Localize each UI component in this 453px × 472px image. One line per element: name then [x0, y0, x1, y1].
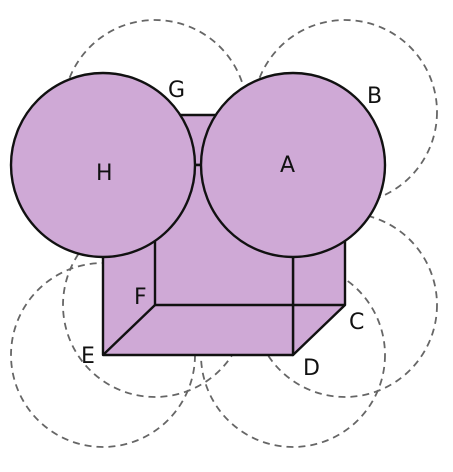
label-a: A: [280, 153, 295, 178]
solid-sphere-a: [199, 71, 387, 259]
label-f: F: [134, 285, 147, 310]
label-d: D: [303, 356, 320, 381]
label-g: G: [168, 78, 185, 103]
label-e: E: [81, 344, 95, 369]
label-c: C: [349, 310, 364, 335]
solid-sphere-h: [9, 71, 197, 259]
label-h: H: [96, 161, 113, 186]
cube-back-edge-diagonal: [102, 304, 156, 356]
label-b: B: [367, 84, 382, 109]
